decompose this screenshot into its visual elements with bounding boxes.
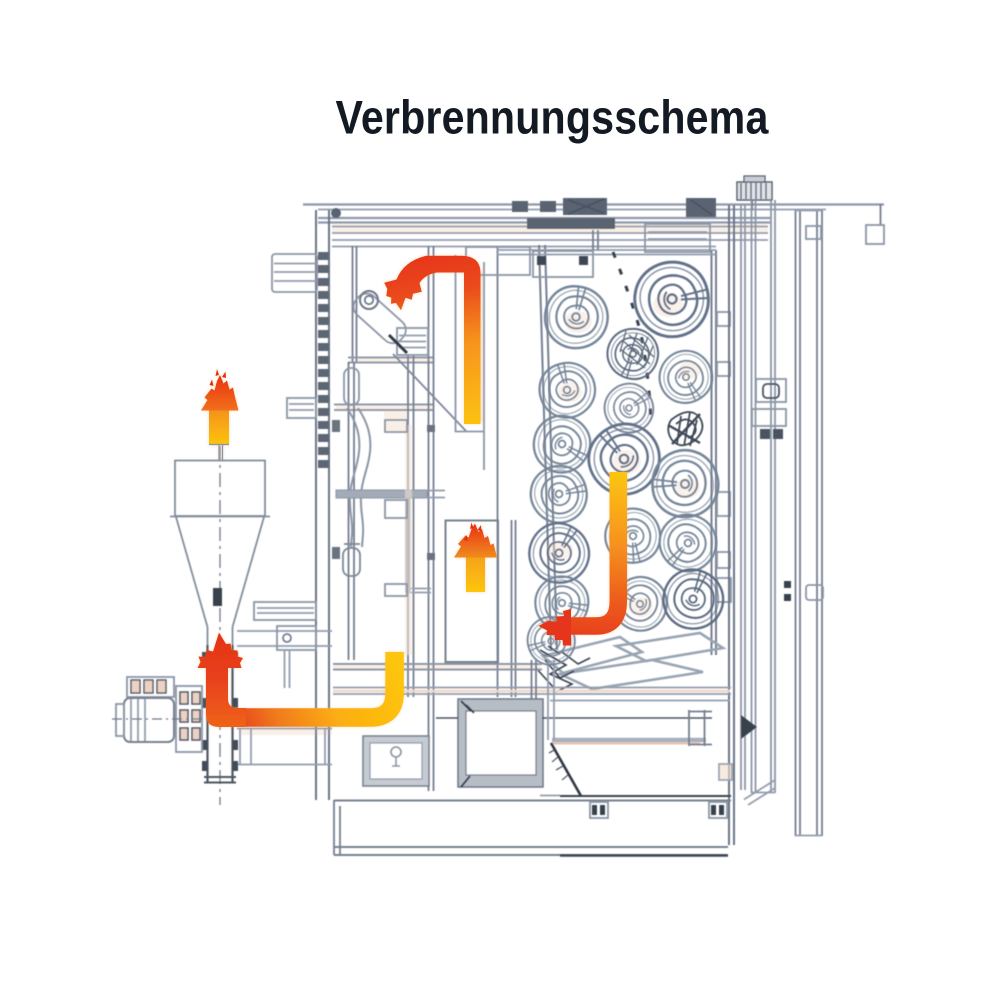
svg-text:Verbrennungsschema: Verbrennungsschema — [336, 91, 770, 144]
